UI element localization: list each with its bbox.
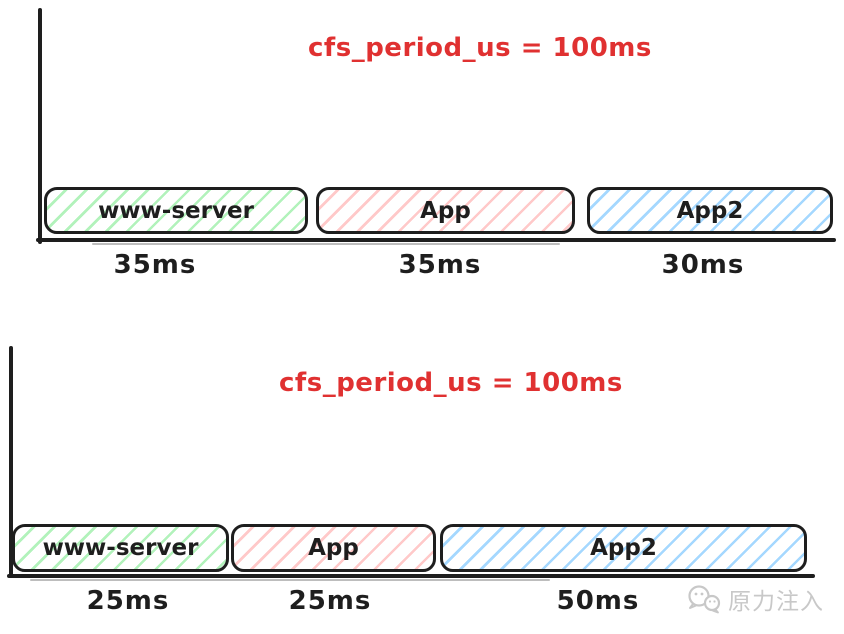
task-label: www-server bbox=[42, 535, 199, 561]
panel-top-title: cfs_period_us = 100ms bbox=[308, 33, 652, 63]
time-axis bbox=[7, 574, 815, 578]
task-label: App bbox=[420, 197, 471, 224]
task-box-www-server: www-server bbox=[12, 524, 229, 572]
task-box-app: App bbox=[316, 187, 575, 234]
task-box-app2: App2 bbox=[587, 187, 833, 234]
time-value-app2: 50ms bbox=[556, 586, 640, 616]
watermark: 原力注入 bbox=[686, 582, 824, 616]
task-label: App2 bbox=[676, 197, 744, 224]
time-value-app: 25ms bbox=[288, 586, 372, 616]
wechat-icon bbox=[686, 584, 722, 614]
time-value-www-server: 35ms bbox=[113, 250, 197, 280]
time-value-www-server: 25ms bbox=[86, 586, 170, 616]
time-axis-sketch-stroke bbox=[30, 579, 550, 581]
task-label: App bbox=[308, 535, 359, 561]
panel-bottom-title: cfs_period_us = 100ms bbox=[279, 368, 623, 398]
task-box-app: App bbox=[231, 524, 436, 572]
task-box-www-server: www-server bbox=[44, 187, 308, 234]
time-value-app: 35ms bbox=[398, 250, 482, 280]
task-label: App2 bbox=[590, 535, 657, 561]
y-axis bbox=[38, 8, 42, 244]
watermark-text: 原力注入 bbox=[728, 589, 824, 615]
task-box-app2: App2 bbox=[440, 524, 807, 572]
y-axis bbox=[9, 346, 13, 578]
time-value-app2: 30ms bbox=[661, 250, 745, 280]
time-axis bbox=[36, 238, 836, 242]
time-axis-sketch-stroke bbox=[92, 243, 560, 245]
task-label: www-server bbox=[98, 197, 254, 224]
